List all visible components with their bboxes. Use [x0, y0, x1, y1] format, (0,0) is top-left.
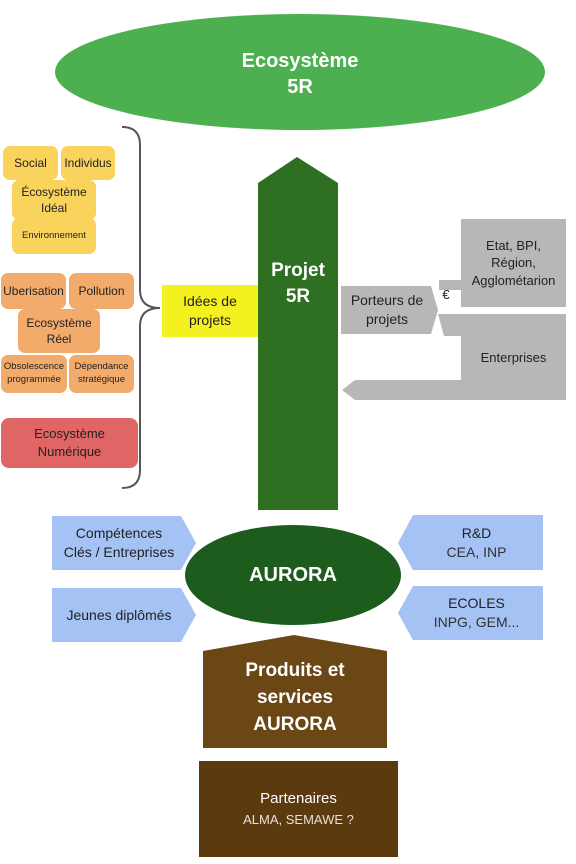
idees-line2: projets	[188, 312, 232, 328]
ecosysteme-numerique-box: Ecosystème Numérique	[1, 418, 138, 468]
idees-box: Idées de projets	[162, 285, 258, 337]
social-box: Social	[3, 146, 58, 180]
enterprises-text: Enterprises	[480, 350, 547, 366]
projet-5r-line2: 5R	[285, 286, 311, 307]
enterprises-label: Enterprises	[461, 338, 566, 378]
obsolescence-line2: programmée	[7, 374, 61, 385]
rd-line2: CEA, INP	[446, 544, 507, 560]
ecosysteme-reel-box: Ecosystème Réel	[18, 309, 100, 353]
aurora-ellipse	[185, 525, 401, 625]
obsolescence-line1: Obsolescence	[3, 361, 65, 373]
rd-label: R&D CEA, INP	[410, 517, 543, 569]
competences-shape	[52, 516, 196, 570]
porteurs-label: Porteurs de projets	[341, 286, 433, 334]
projet-5r-line1: Projet	[271, 260, 325, 281]
numerique-line2: Numérique	[37, 444, 102, 459]
produits-line3: AURORA	[253, 713, 337, 735]
etat-line3: Agglométarion	[471, 272, 556, 288]
euro-icon: €	[438, 285, 454, 303]
ideal-title-line1: Écosystème	[21, 184, 87, 199]
individus-label: Individus	[64, 155, 112, 170]
produits-line1: Produits et	[245, 659, 345, 681]
etat-label: Etat, BPI, Région, Agglométarion	[461, 222, 566, 304]
porteurs-line2: projets	[365, 311, 409, 327]
partenaires-line2: ALMA, SEMAWE ?	[243, 812, 354, 827]
etat-line2: Région,	[491, 255, 536, 271]
projet-5r-label: Projet 5R	[258, 258, 338, 310]
competences-label: Compétences Clés / Entreprises	[52, 518, 186, 568]
pollution-label: Pollution	[78, 283, 125, 298]
ecosystem-5r-line2: 5R	[287, 76, 313, 98]
jeunes-label: Jeunes diplômés	[52, 590, 186, 640]
ecosystem-5r-ellipse	[55, 14, 545, 130]
individus-box: Individus	[61, 146, 115, 180]
rd-line1: R&D	[461, 525, 492, 541]
aurora-text: AURORA	[249, 563, 337, 586]
etat-line1: Etat, BPI,	[486, 237, 541, 253]
ecosysteme-ideal-box: Écosystème Idéal	[12, 180, 96, 220]
uberisation-label: Uberisation	[3, 283, 64, 298]
dependance-line1: Dépendance	[74, 361, 129, 373]
rd-shape	[398, 515, 543, 570]
porteurs-line1: Porteurs de	[350, 292, 424, 309]
ecosystem-5r-label: Ecosystème 5R	[150, 50, 450, 98]
ecosystem-5r-line1: Ecosystème	[241, 50, 359, 72]
produits-shape	[203, 635, 387, 748]
reel-title-line1: Ecosystème	[26, 315, 92, 330]
enterprises-shape	[342, 314, 566, 400]
competences-line2: Clés / Entreprises	[63, 544, 175, 560]
partenaires-line1: Partenaires	[260, 790, 337, 807]
produits-line2: services	[256, 686, 334, 708]
competences-line1: Compétences	[75, 525, 163, 541]
ecoles-line1: ECOLES	[448, 595, 505, 611]
idees-line1: Idées de	[183, 293, 237, 309]
social-label: Social	[14, 155, 47, 170]
reel-title-line2: Réel	[46, 332, 72, 346]
projet-5r-arrow	[258, 157, 338, 510]
produits-label: Produits et services AURORA	[203, 655, 387, 739]
dependance-line2: stratégique	[77, 374, 125, 385]
ideal-title-line2: Idéal	[40, 201, 68, 215]
etat-shape	[439, 219, 566, 307]
ecoles-label: ECOLES INPG, GEM...	[410, 588, 543, 638]
numerique-line1: Ecosystème	[34, 426, 105, 441]
uberisation-box: Uberisation	[1, 273, 66, 309]
partenaires-label: Partenaires ALMA, SEMAWE ?	[199, 785, 398, 833]
jeunes-text: Jeunes diplômés	[66, 607, 172, 623]
aurora-label: AURORA	[190, 555, 396, 595]
left-brace	[121, 126, 161, 489]
pollution-box: Pollution	[69, 273, 134, 309]
jeunes-shape	[52, 588, 196, 642]
dependance-box: Dépendance stratégique	[69, 355, 134, 393]
environnement-label: Environnement	[22, 229, 86, 241]
euro-symbol: €	[442, 286, 450, 302]
porteurs-shape	[341, 286, 438, 334]
obsolescence-box: Obsolescence programmée	[1, 355, 67, 393]
ecoles-line2: INPG, GEM...	[433, 614, 520, 630]
environnement-box: Environnement	[12, 218, 96, 254]
partenaires-shape	[199, 761, 398, 857]
ecoles-shape	[398, 586, 543, 640]
